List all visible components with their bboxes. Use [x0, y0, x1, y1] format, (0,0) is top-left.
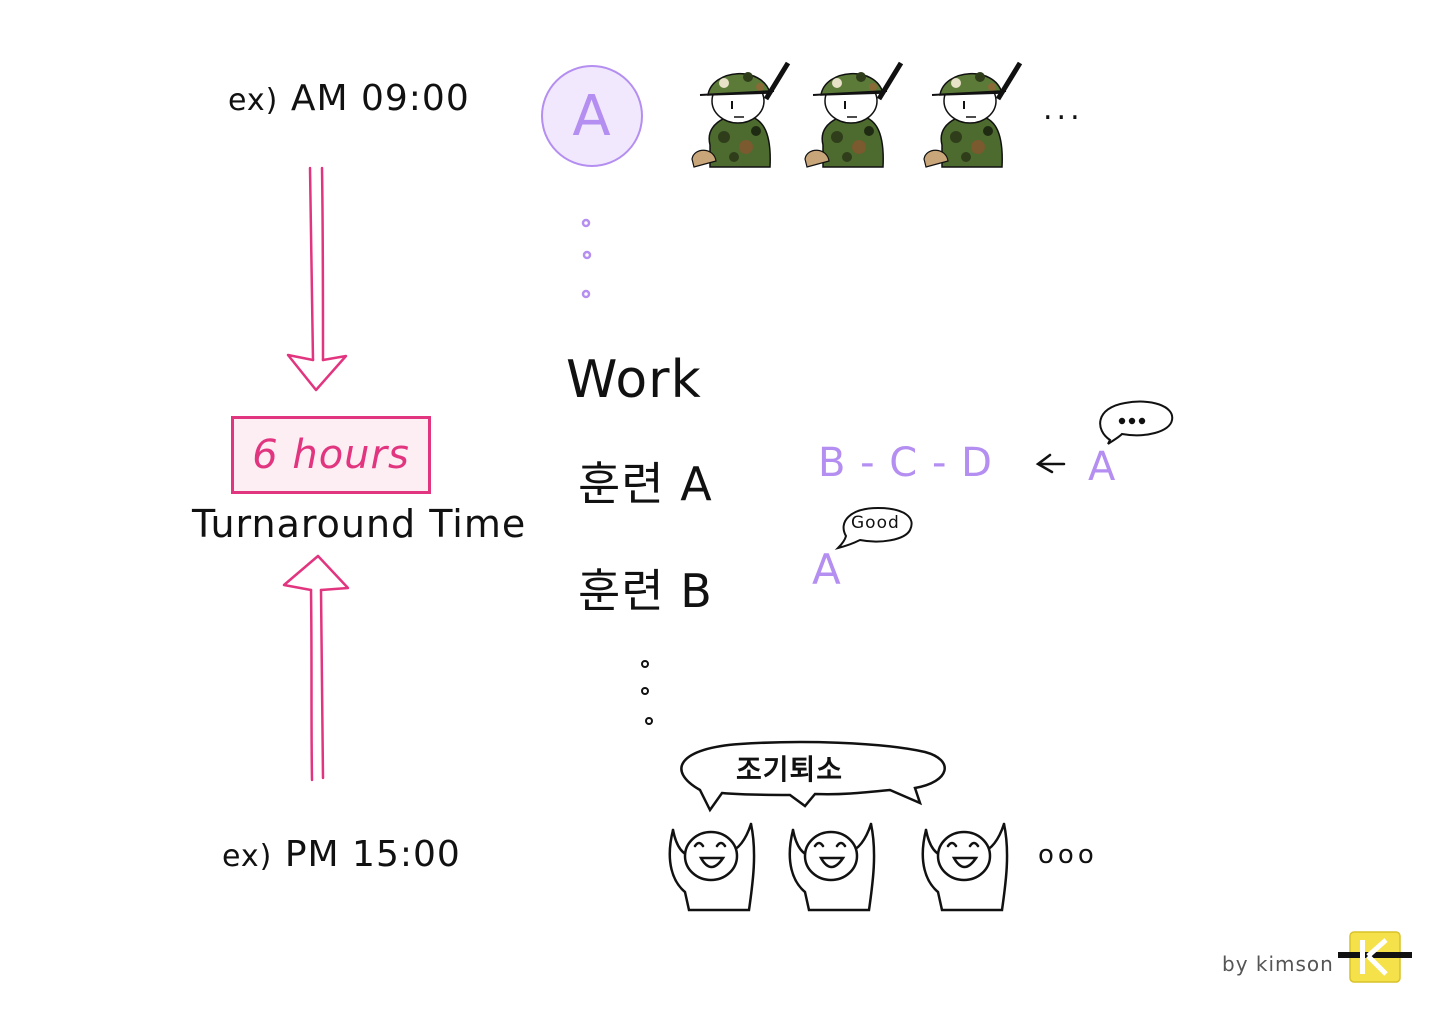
end-time: PM 15:00	[284, 834, 461, 875]
turnaround-hours: 6 hours	[252, 432, 410, 478]
end-time-label: ex) PM 15:00	[222, 834, 461, 875]
good-speech-bubble	[834, 506, 913, 550]
soldiers-ellipsis: ...	[1043, 92, 1084, 127]
author-credit: by kimson	[1222, 952, 1334, 976]
process-a-circle: A	[541, 65, 643, 167]
cheering-person-icon	[668, 822, 756, 912]
start-time-label: ex) AM 09:00	[228, 78, 470, 119]
soldier-icon	[804, 61, 904, 168]
kimson-logo	[1338, 931, 1412, 983]
arrow-up-icon	[282, 554, 350, 782]
process-continuation-dots	[581, 218, 592, 299]
cheering-person-icon	[788, 822, 876, 912]
running-process-a: A	[812, 545, 842, 594]
process-chain: B - C - D	[818, 440, 993, 486]
waiting-process-a: A	[1088, 444, 1117, 490]
start-ex-prefix: ex)	[228, 83, 279, 118]
early-leave-speech-bubble	[680, 740, 946, 813]
start-time: AM 09:00	[290, 78, 470, 119]
training-b-label: 훈련 B	[578, 564, 713, 618]
cheering-person-icon	[921, 822, 1009, 912]
work-continuation-dots	[641, 660, 653, 725]
training-a-label: 훈련 A	[578, 457, 713, 511]
turnaround-time-label: Turnaround Time	[192, 502, 527, 546]
arrow-left-icon	[1035, 453, 1066, 474]
good-speech-text: Good	[851, 513, 900, 533]
work-title: Work	[566, 350, 702, 410]
early-leave-text: 조기퇴소	[736, 753, 844, 786]
end-ex-prefix: ex)	[222, 839, 273, 874]
soldier-icon	[691, 61, 791, 168]
people-ellipsis: ooo	[1038, 840, 1098, 870]
turnaround-hours-box: 6 hours	[231, 416, 431, 494]
soldier-icon	[923, 61, 1023, 168]
process-a-letter: A	[572, 83, 612, 149]
speech-bubble-icon	[1099, 400, 1174, 445]
arrow-down-icon	[286, 166, 348, 392]
